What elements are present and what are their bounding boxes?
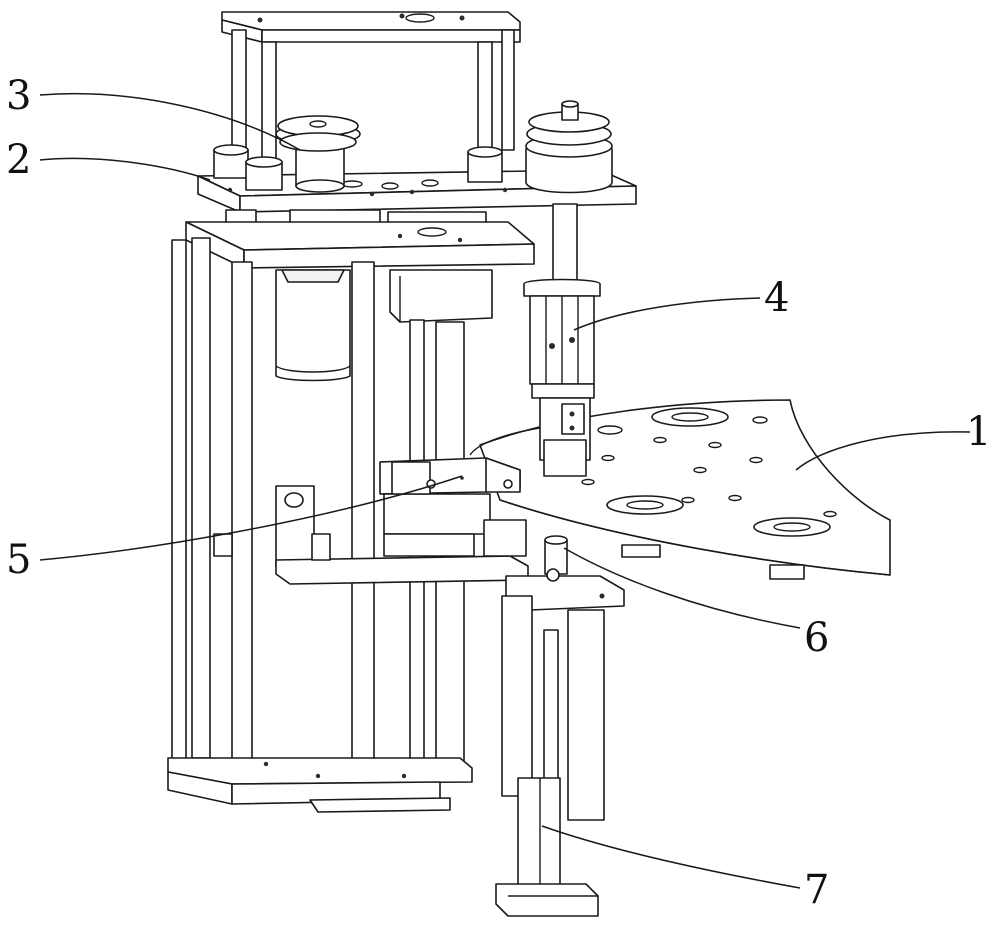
lower-bracket [213,519,625,611]
upper-plate [197,100,637,213]
leader-4 [573,297,761,331]
gripper-assembly [523,203,601,477]
clamp-block [275,457,521,567]
top-frame [221,11,521,166]
leader-3 [39,92,301,151]
leader-5 [39,475,463,561]
pulley-left [275,115,361,193]
pulley-right [525,100,613,194]
leader-1 [795,431,971,471]
label-4: 4 [764,275,790,321]
label-3: 3 [6,73,32,119]
label-2: 2 [6,137,32,183]
label-5: 5 [6,537,32,583]
leader-6 [563,547,801,629]
base-plate [167,757,473,813]
leader-7 [541,825,801,889]
label-1: 1 [966,409,992,455]
leader-lines [39,92,971,889]
leader-2 [39,157,211,181]
label-7: 7 [804,867,830,913]
rotary-disc [469,399,891,580]
lift-cylinder [495,595,605,917]
label-6: 6 [804,615,830,661]
motor [275,269,351,382]
